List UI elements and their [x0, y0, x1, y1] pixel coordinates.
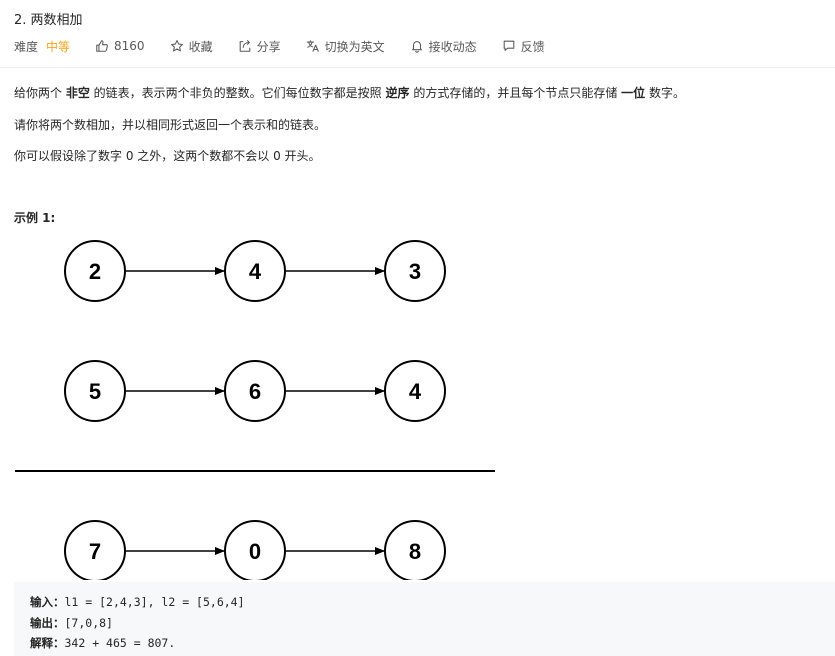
explanation-label: 解释：: [30, 636, 65, 650]
emphasis-non-empty: 非空: [65, 86, 90, 100]
header-divider: [0, 67, 835, 68]
description-paragraph-2: 请你将两个数相加，并以相同形式返回一个表示和的链表。: [14, 118, 327, 132]
text: 数字。: [645, 86, 685, 100]
list-node-value: 2: [89, 259, 101, 284]
subscribe-label: 接收动态: [428, 39, 477, 54]
favorite-button[interactable]: 收藏: [170, 38, 213, 55]
problem-title: 2. 两数相加: [14, 13, 83, 28]
list-node: [64, 240, 126, 302]
subscribe-button[interactable]: 接收动态: [410, 38, 477, 55]
problem-meta-bar: 难度 中等 8160 收藏: [14, 37, 570, 55]
list-node-value: 0: [249, 539, 261, 564]
share-button[interactable]: 分享: [238, 38, 281, 55]
text: 给你两个: [14, 86, 66, 100]
list-node: [224, 360, 286, 422]
emphasis-one-digit: 一位: [621, 86, 646, 100]
list-node-value: 4: [409, 379, 422, 404]
list-node-value: 6: [249, 379, 261, 404]
explanation-value: 342 + 465 = 807.: [64, 636, 176, 650]
list-node: [224, 240, 286, 302]
switch-language-button[interactable]: 切换为英文: [306, 38, 385, 55]
list-node: [224, 520, 286, 580]
list-node: [64, 520, 126, 580]
list-node-value: 5: [89, 379, 101, 404]
description-paragraph-1: 给你两个 非空 的链表，表示两个非负的整数。它们每位数字都是按照 逆序 的方式存…: [14, 84, 685, 101]
feedback-button[interactable]: 反馈: [502, 38, 545, 55]
list-node-value: 8: [409, 539, 421, 564]
like-count: 8160: [114, 39, 145, 53]
input-value: l1 = [2,4,3], l2 = [5,6,4]: [64, 595, 245, 609]
list-node-value: 3: [409, 259, 421, 284]
feedback-label: 反馈: [520, 39, 545, 54]
thumbs-up-icon: [95, 39, 109, 53]
example-title: 示例 1:: [14, 211, 56, 225]
example-output: 输出：[7,0,8]: [30, 615, 113, 631]
like-button[interactable]: 8160: [95, 39, 145, 53]
text: 的方式存储的，并且每个节点只能存储: [409, 86, 622, 100]
difficulty-label: 难度: [14, 39, 39, 54]
difficulty-value: 中等: [46, 39, 71, 54]
favorite-label: 收藏: [188, 39, 213, 54]
list-node: [64, 360, 126, 422]
list-node: [384, 520, 446, 580]
emphasis-reverse-order: 逆序: [385, 86, 410, 100]
list-node-value: 4: [249, 259, 262, 284]
example-code-block: 输入：l1 = [2,4,3], l2 = [5,6,4] 输出：[7,0,8]…: [14, 582, 835, 656]
linked-list-diagram: 2 4 3 5 6 4 7 0 8: [15, 240, 495, 580]
list-node: [384, 360, 446, 422]
example-explanation: 解释：342 + 465 = 807.: [30, 635, 175, 651]
list-node: [384, 240, 446, 302]
input-label: 输入：: [30, 595, 65, 609]
bell-icon: [410, 39, 424, 53]
difficulty: 难度 中等: [14, 38, 70, 55]
flag-icon: [502, 39, 516, 53]
share-label: 分享: [256, 39, 281, 54]
text: 的链表，表示两个非负的整数。它们每位数字都是按照: [89, 86, 386, 100]
share-icon: [238, 39, 252, 53]
output-value: [7,0,8]: [64, 616, 113, 630]
star-icon: [170, 39, 184, 53]
translate-icon: [306, 39, 320, 53]
switch-language-label: 切换为英文: [324, 39, 385, 54]
example-input: 输入：l1 = [2,4,3], l2 = [5,6,4]: [30, 594, 245, 610]
output-label: 输出：: [30, 616, 65, 630]
list-node-value: 7: [89, 539, 101, 564]
description-paragraph-3: 你可以假设除了数字 0 之外，这两个数都不会以 0 开头。: [14, 149, 321, 163]
